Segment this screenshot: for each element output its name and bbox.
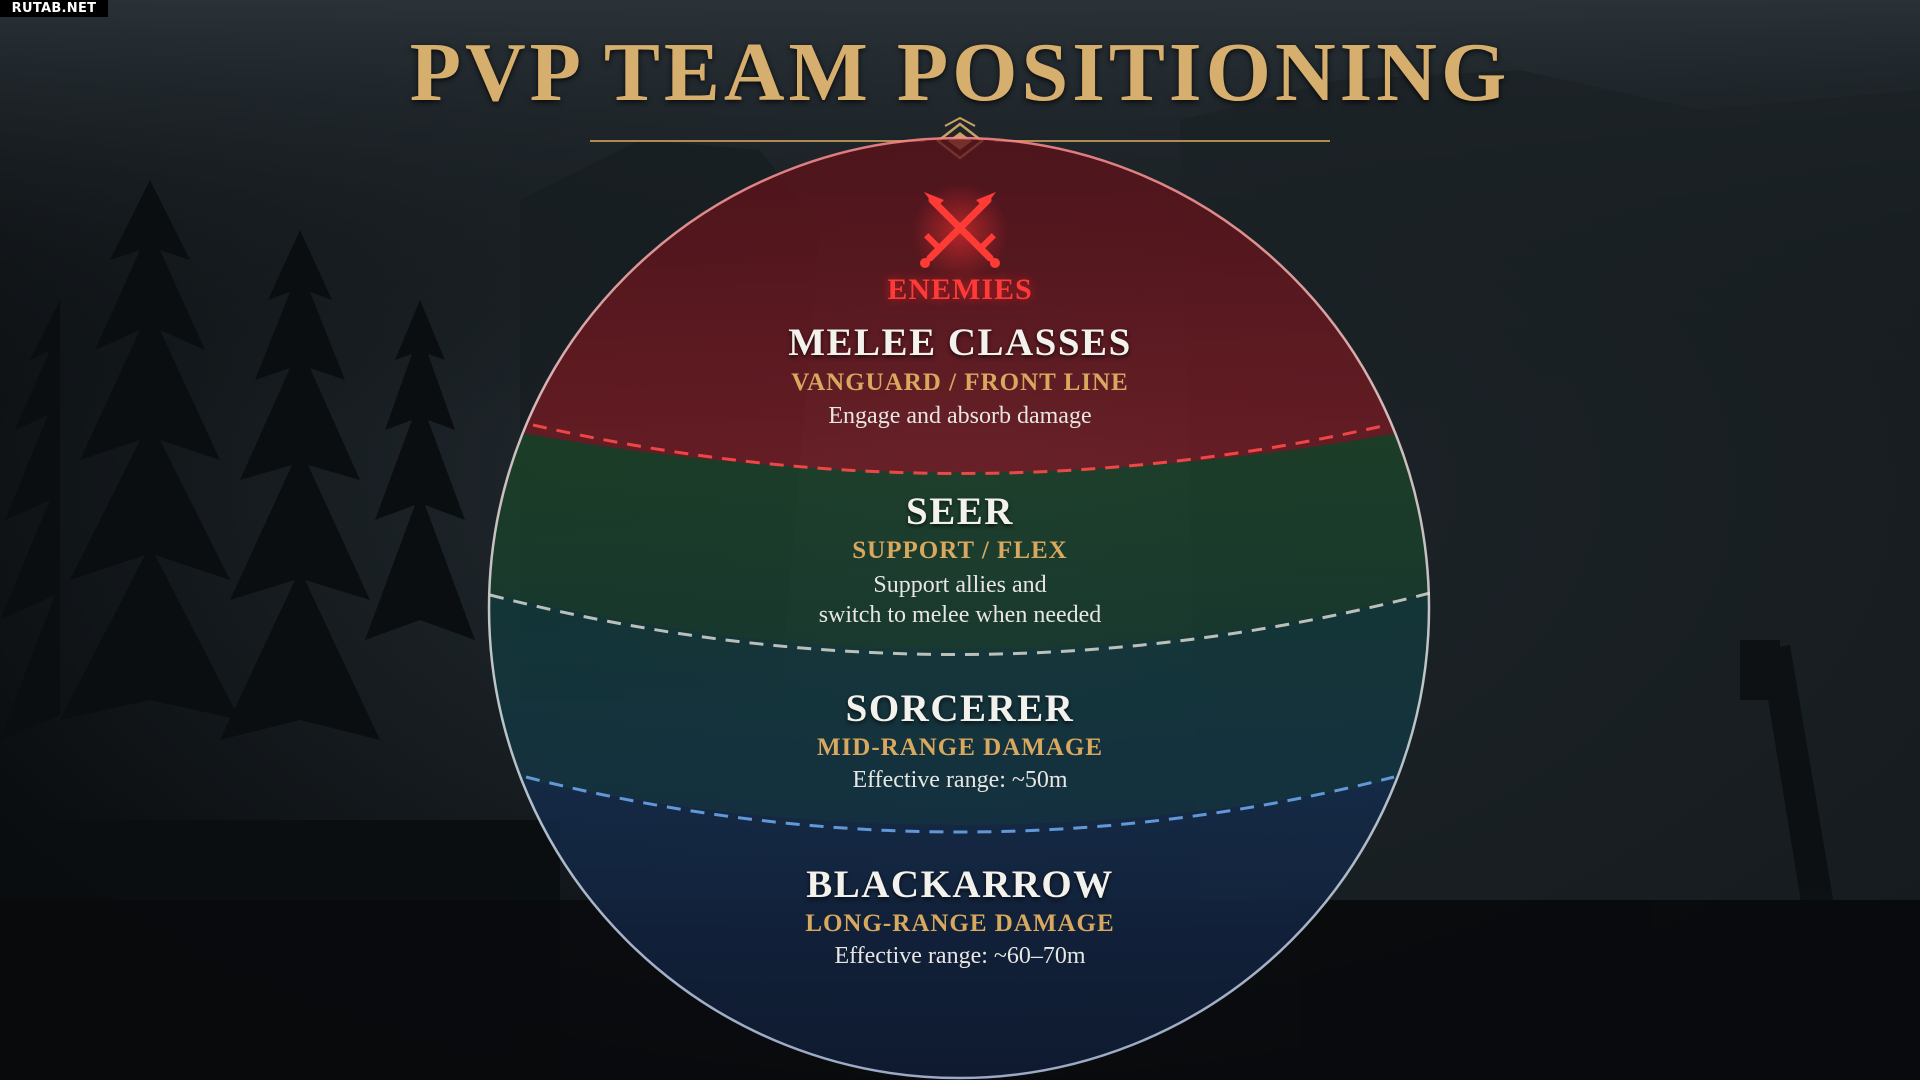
diagram-circle-rim bbox=[487, 136, 1431, 1080]
zone-blackarrow-name: BLACKARROW bbox=[806, 863, 1114, 906]
zone-blackarrow-description: Effective range: ~60–70m bbox=[834, 943, 1086, 969]
zone-seer-name: SEER bbox=[906, 490, 1014, 533]
zone-melee-role: VANGUARD / FRONT LINE bbox=[791, 369, 1129, 396]
zone-seer-role: SUPPORT / FLEX bbox=[852, 537, 1068, 564]
zone-band-melee bbox=[489, 138, 1429, 473]
watermark: RUTAB.NET bbox=[0, 0, 108, 17]
zone-band-seer bbox=[489, 425, 1429, 650]
zone-band-sorcerer bbox=[489, 590, 1429, 825]
zone-band-blackarrow bbox=[489, 770, 1429, 1078]
zone-blackarrow-role: LONG-RANGE DAMAGE bbox=[805, 910, 1115, 937]
page-title: PVP TEAM POSITIONING bbox=[409, 26, 1511, 119]
zone-melee-description: Engage and absorb damage bbox=[828, 403, 1092, 429]
crossed-swords-icon bbox=[912, 184, 1008, 280]
divider-sorcerer-blackarrow bbox=[525, 775, 1395, 834]
zone-sorcerer-description: Effective range: ~50m bbox=[852, 767, 1068, 793]
zone-sorcerer-name: SORCERER bbox=[845, 687, 1075, 730]
zone-sorcerer-role: MID-RANGE DAMAGE bbox=[816, 734, 1104, 761]
zone-seer-description-line2: switch to melee when needed bbox=[818, 602, 1102, 628]
zone-seer-description-line1: Support allies and bbox=[873, 572, 1047, 598]
enemies-label: ENEMIES bbox=[887, 273, 1033, 306]
zone-melee-name: MELEE CLASSES bbox=[788, 321, 1132, 364]
zone-diagram bbox=[489, 138, 1429, 1078]
divider-melee-seer bbox=[532, 423, 1388, 475]
